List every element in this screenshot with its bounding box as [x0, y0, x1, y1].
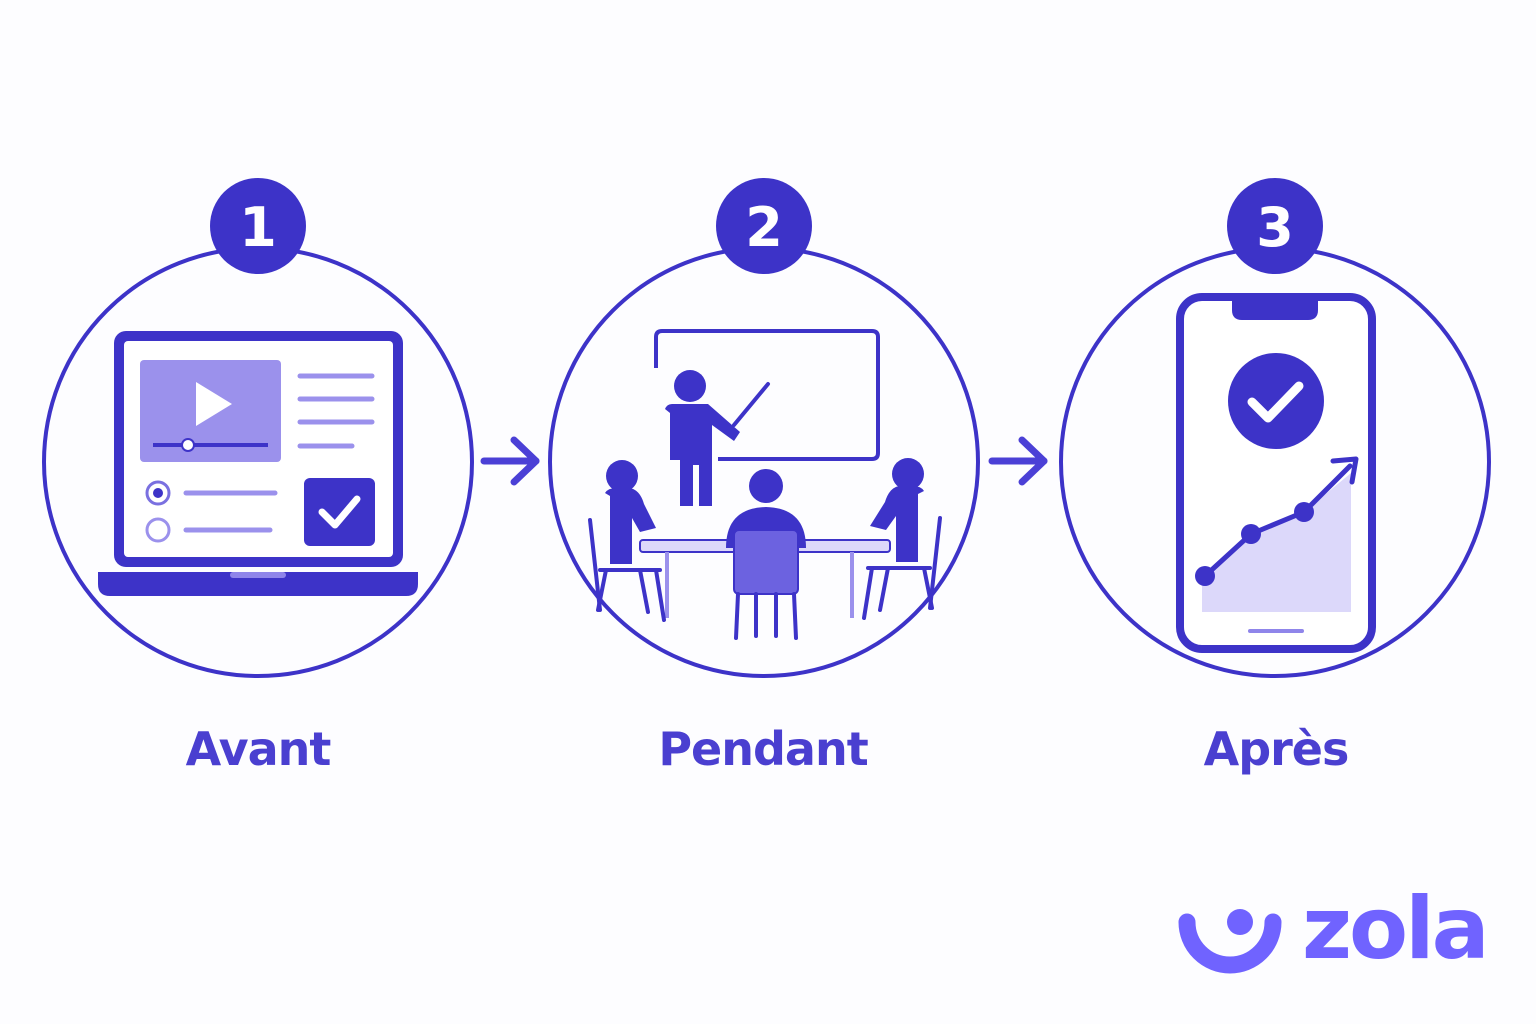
laptop-icon	[98, 331, 418, 596]
arrow-right-icon	[988, 436, 1048, 486]
step-2-label: Pendant	[658, 722, 868, 776]
step-3-number: 3	[1256, 196, 1294, 259]
step-1-number: 1	[239, 196, 277, 259]
growth-chart-icon	[1195, 456, 1359, 612]
student-right-icon	[862, 458, 942, 620]
step-3-badge	[1227, 178, 1323, 274]
arrow-right-icon	[480, 436, 540, 486]
smartphone-icon	[1176, 293, 1376, 653]
step-2: 2	[548, 178, 980, 678]
classroom-icon	[588, 329, 942, 640]
step-1: 1	[42, 178, 474, 678]
step-2-number: 2	[745, 196, 783, 259]
smile-icon	[1178, 909, 1282, 974]
student-left-icon	[588, 460, 666, 622]
text-lines-icon	[297, 373, 375, 449]
brand-logo-text: zola	[1302, 879, 1490, 979]
success-check-icon	[1228, 353, 1324, 449]
step-1-badge	[210, 178, 306, 274]
step-1-label: Avant	[185, 722, 332, 776]
teacher-icon	[665, 370, 770, 506]
student-center-icon	[726, 469, 806, 640]
checkbox-icon	[304, 478, 375, 546]
step-2-badge	[716, 178, 812, 274]
step-3-label: Après	[1203, 722, 1350, 776]
radio-options-icon	[145, 480, 278, 543]
whiteboard-icon	[654, 329, 880, 461]
video-player-icon	[140, 360, 281, 462]
step-3: 3	[1059, 178, 1491, 678]
